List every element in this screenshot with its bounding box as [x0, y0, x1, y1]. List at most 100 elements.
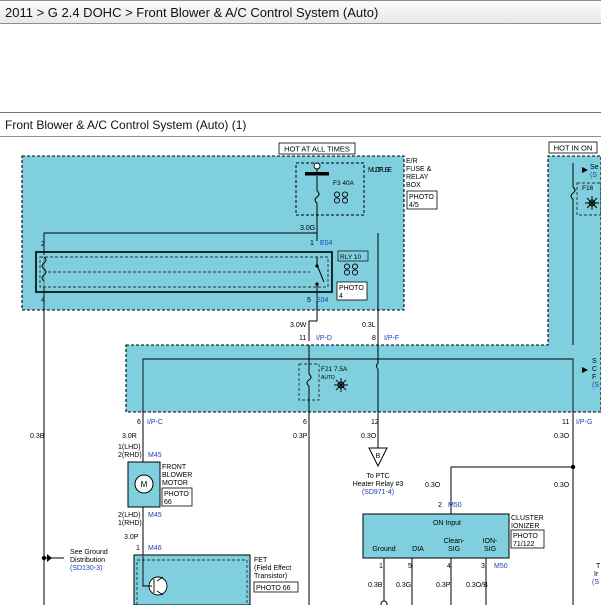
- motor-pin-lhd-bottom: 2(LHD): [118, 512, 141, 519]
- wire-3-0p: 3.0P: [124, 534, 139, 541]
- photo-top-box[interactable]: [406, 190, 438, 210]
- hot-at-all-times-label: HOT AT ALL TIMES: [284, 145, 350, 154]
- cluster-col-ion-sig: SIG: [484, 546, 496, 553]
- fuse-f21-auto: AUTO: [321, 375, 335, 381]
- ipd-pin-6: 6: [303, 419, 307, 426]
- ptc-connector-triangle: [368, 447, 388, 468]
- motor-label-2: BLOWER: [162, 472, 192, 479]
- wire-0-3b-left: 0.3B: [30, 433, 45, 440]
- relay-pin-5: 5: [307, 297, 311, 304]
- fet-label-1: FET: [254, 557, 268, 564]
- photo-fet-box[interactable]: [253, 581, 299, 593]
- cluster-pin-ground: 1: [379, 563, 383, 570]
- wire-3-0w: 3.0W: [290, 322, 307, 329]
- wire-0-3o-cluster: 0.3O: [425, 482, 441, 489]
- photo-fet-label: PHOTO 66: [256, 585, 291, 592]
- fuse-f21-label: F21 7.5A: [321, 366, 348, 373]
- cluster-label-1: CLUSTER: [511, 515, 544, 522]
- connector-e04-bottom: E04: [316, 297, 329, 304]
- cluster-pin-ion: 3: [481, 563, 485, 570]
- ptc-label-1: To PTC: [366, 473, 389, 480]
- relay-pin-2: 2: [41, 241, 45, 248]
- wiring-diagram: HOT AT ALL TIMES HOT IN ON F3 40A MULTI …: [21, 141, 601, 605]
- photo-cluster-box[interactable]: [510, 529, 545, 549]
- ipf-pin-12: 12: [371, 419, 379, 426]
- ipc-pin-6: 6: [137, 419, 141, 426]
- hot-in-on-label: HOT IN ON: [554, 144, 593, 153]
- breadcrumb[interactable]: 2011 > G 2.4 DOHC > Front Blower & A/C C…: [5, 5, 379, 20]
- photo-rly-line-1: PHOTO: [339, 285, 364, 292]
- fuse-f16-label: F16: [582, 185, 594, 192]
- photo-cluster-line-1: PHOTO: [513, 533, 538, 540]
- right-ref-7: T: [596, 563, 601, 570]
- wire-0-3o-right: 0.3O: [554, 482, 570, 489]
- fet-pin-1: 1: [136, 545, 140, 552]
- cluster-label-2: IONIZER: [511, 523, 539, 530]
- right-ref-8: Ir: [594, 571, 599, 578]
- cluster-wire-0-3g: 0.3G: [396, 582, 411, 589]
- connector-m46: M46: [148, 545, 162, 552]
- cluster-wire-0-3b: 0.3B: [368, 582, 383, 589]
- connector-e04-top: E04: [320, 240, 333, 247]
- motor-pin-lhd-top: 1(LHD): [118, 444, 141, 451]
- breadcrumb-bar: 2011 > G 2.4 DOHC > Front Blower & A/C C…: [0, 0, 601, 24]
- ground-dist-ref[interactable]: (SD130-3): [70, 565, 102, 572]
- cluster-pin-clean: 4: [447, 563, 451, 570]
- diagram-frame: Front Blower & A/C Control System (Auto)…: [0, 112, 601, 605]
- photo-motor-line-1: PHOTO: [164, 491, 189, 498]
- multi-fuse-box: [295, 162, 365, 216]
- connector-ipd: I/P-D: [316, 335, 332, 342]
- cluster-col-clean: Clean-: [444, 538, 465, 545]
- connector-ipf: I/P-F: [384, 335, 399, 342]
- photo-motor-box[interactable]: [161, 487, 193, 507]
- ptc-ref[interactable]: (SD971-4): [362, 489, 394, 496]
- cluster-col-ground: Ground: [372, 546, 395, 553]
- wire-3-0r: 3.0R: [122, 433, 137, 440]
- ground-dist-line-2: Distribution: [70, 557, 105, 564]
- title-rule: [0, 136, 601, 137]
- motor-label-3: MOTOR: [162, 480, 188, 487]
- multi-fuse-label: MULTI FUSE: [368, 167, 392, 174]
- er-box-line-3: RELAY: [406, 174, 429, 181]
- ipg-pin-11: 11: [562, 419, 569, 426]
- f21-fuse-box: [298, 363, 320, 401]
- wire-0-3p-ipd: 0.3P: [293, 433, 308, 440]
- er-box-line-4: BOX: [406, 182, 421, 189]
- hot-in-on-box: [548, 141, 598, 154]
- ipd-pin-11: 11: [299, 335, 306, 342]
- photo-top-line-1: PHOTO: [409, 194, 434, 201]
- rly10-label: RLY 10: [340, 254, 361, 261]
- wire-0-3o-ipg: 0.3O: [554, 433, 570, 440]
- ptc-letter: B: [376, 453, 381, 460]
- motor-pin-rhd-top: 2(RHD): [118, 452, 142, 459]
- photo-cluster-line-2: 71/122: [513, 541, 535, 548]
- right-ref-9: (S: [592, 579, 599, 586]
- cluster-col-dia: DIA: [412, 546, 424, 553]
- photo-rly-box[interactable]: [336, 281, 368, 301]
- wire-3-0g: 3.0G: [300, 225, 315, 232]
- rly10-box: [337, 250, 369, 262]
- connector-m50-top: M50: [448, 502, 462, 509]
- cluster-pin-2: 2: [438, 502, 442, 509]
- motor-m-letter: M: [141, 480, 148, 489]
- wire-0-3l: 0.3L: [362, 322, 376, 329]
- relay-pin-4: 4: [41, 297, 45, 304]
- right-ref-2: (S: [590, 172, 597, 179]
- cluster-wire-0-3ob: 0.3O/B: [466, 582, 488, 589]
- fet-label-2: (Field Effect: [254, 565, 291, 572]
- connector-ipc: I/P-C: [147, 419, 163, 426]
- photo-top-line-2: 4/5: [409, 202, 419, 209]
- connector-m45-bottom: M45: [148, 512, 162, 519]
- wire-0-3o-ipf: 0.3O: [361, 433, 377, 440]
- relay-box: [35, 251, 333, 293]
- connector-ipg: I/P-G: [576, 419, 592, 426]
- er-box-line-1: E/R: [406, 158, 418, 165]
- fet-label-3: Transistor): [254, 573, 287, 580]
- right-ref-1: Se: [590, 164, 599, 171]
- right-ref-3: S: [592, 358, 597, 365]
- motor-label-1: FRONT: [162, 464, 187, 471]
- right-ref-6: (S: [592, 382, 599, 389]
- f16-fuse-box: [576, 182, 601, 216]
- connector-m45-top: M45: [148, 452, 162, 459]
- motor-pin-rhd-bottom: 1(RHD): [118, 520, 142, 527]
